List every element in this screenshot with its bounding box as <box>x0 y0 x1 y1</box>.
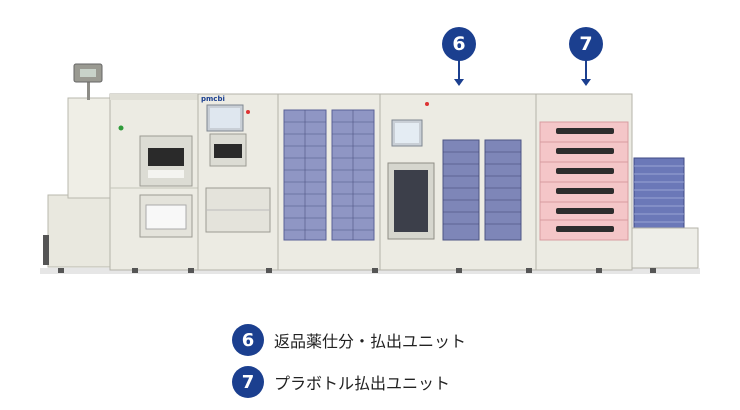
tray-cabinet <box>277 93 381 271</box>
tray-stack <box>631 157 699 269</box>
legend-label: プラボトル払出ユニット <box>274 374 451 393</box>
legend-item: 6 返品薬仕分・払出ユニット <box>232 323 466 357</box>
marker-7: 7 <box>569 27 603 61</box>
marker-6: 6 <box>442 27 476 61</box>
marker-6-number: 6 <box>452 33 466 55</box>
legend-badge: 6 <box>232 324 264 356</box>
marker-6-tip <box>454 79 464 86</box>
return-sorting-unit <box>379 93 537 271</box>
feeder-module <box>43 63 111 268</box>
legend-item: 7 プラボトル払出ユニット <box>232 365 466 399</box>
marker-7-number: 7 <box>579 33 593 55</box>
legend: 6 返品薬仕分・払出ユニット 7 プラボトル払出ユニット <box>232 323 466 407</box>
legend-badge: 7 <box>232 366 264 398</box>
legend-label: 返品薬仕分・払出ユニット <box>274 332 467 351</box>
brand-logo: pmcbi <box>201 95 225 103</box>
dispensing-system-drawing: pmcbi <box>40 63 700 274</box>
packaging-module-1 <box>109 93 199 271</box>
marker-6-stem <box>458 60 460 80</box>
marker-7-tip <box>581 79 591 86</box>
machine-illustration: pmcbi <box>40 27 700 274</box>
marker-7-stem <box>585 60 587 80</box>
packaging-module-2 <box>197 93 279 271</box>
plastic-bottle-unit <box>535 93 633 271</box>
